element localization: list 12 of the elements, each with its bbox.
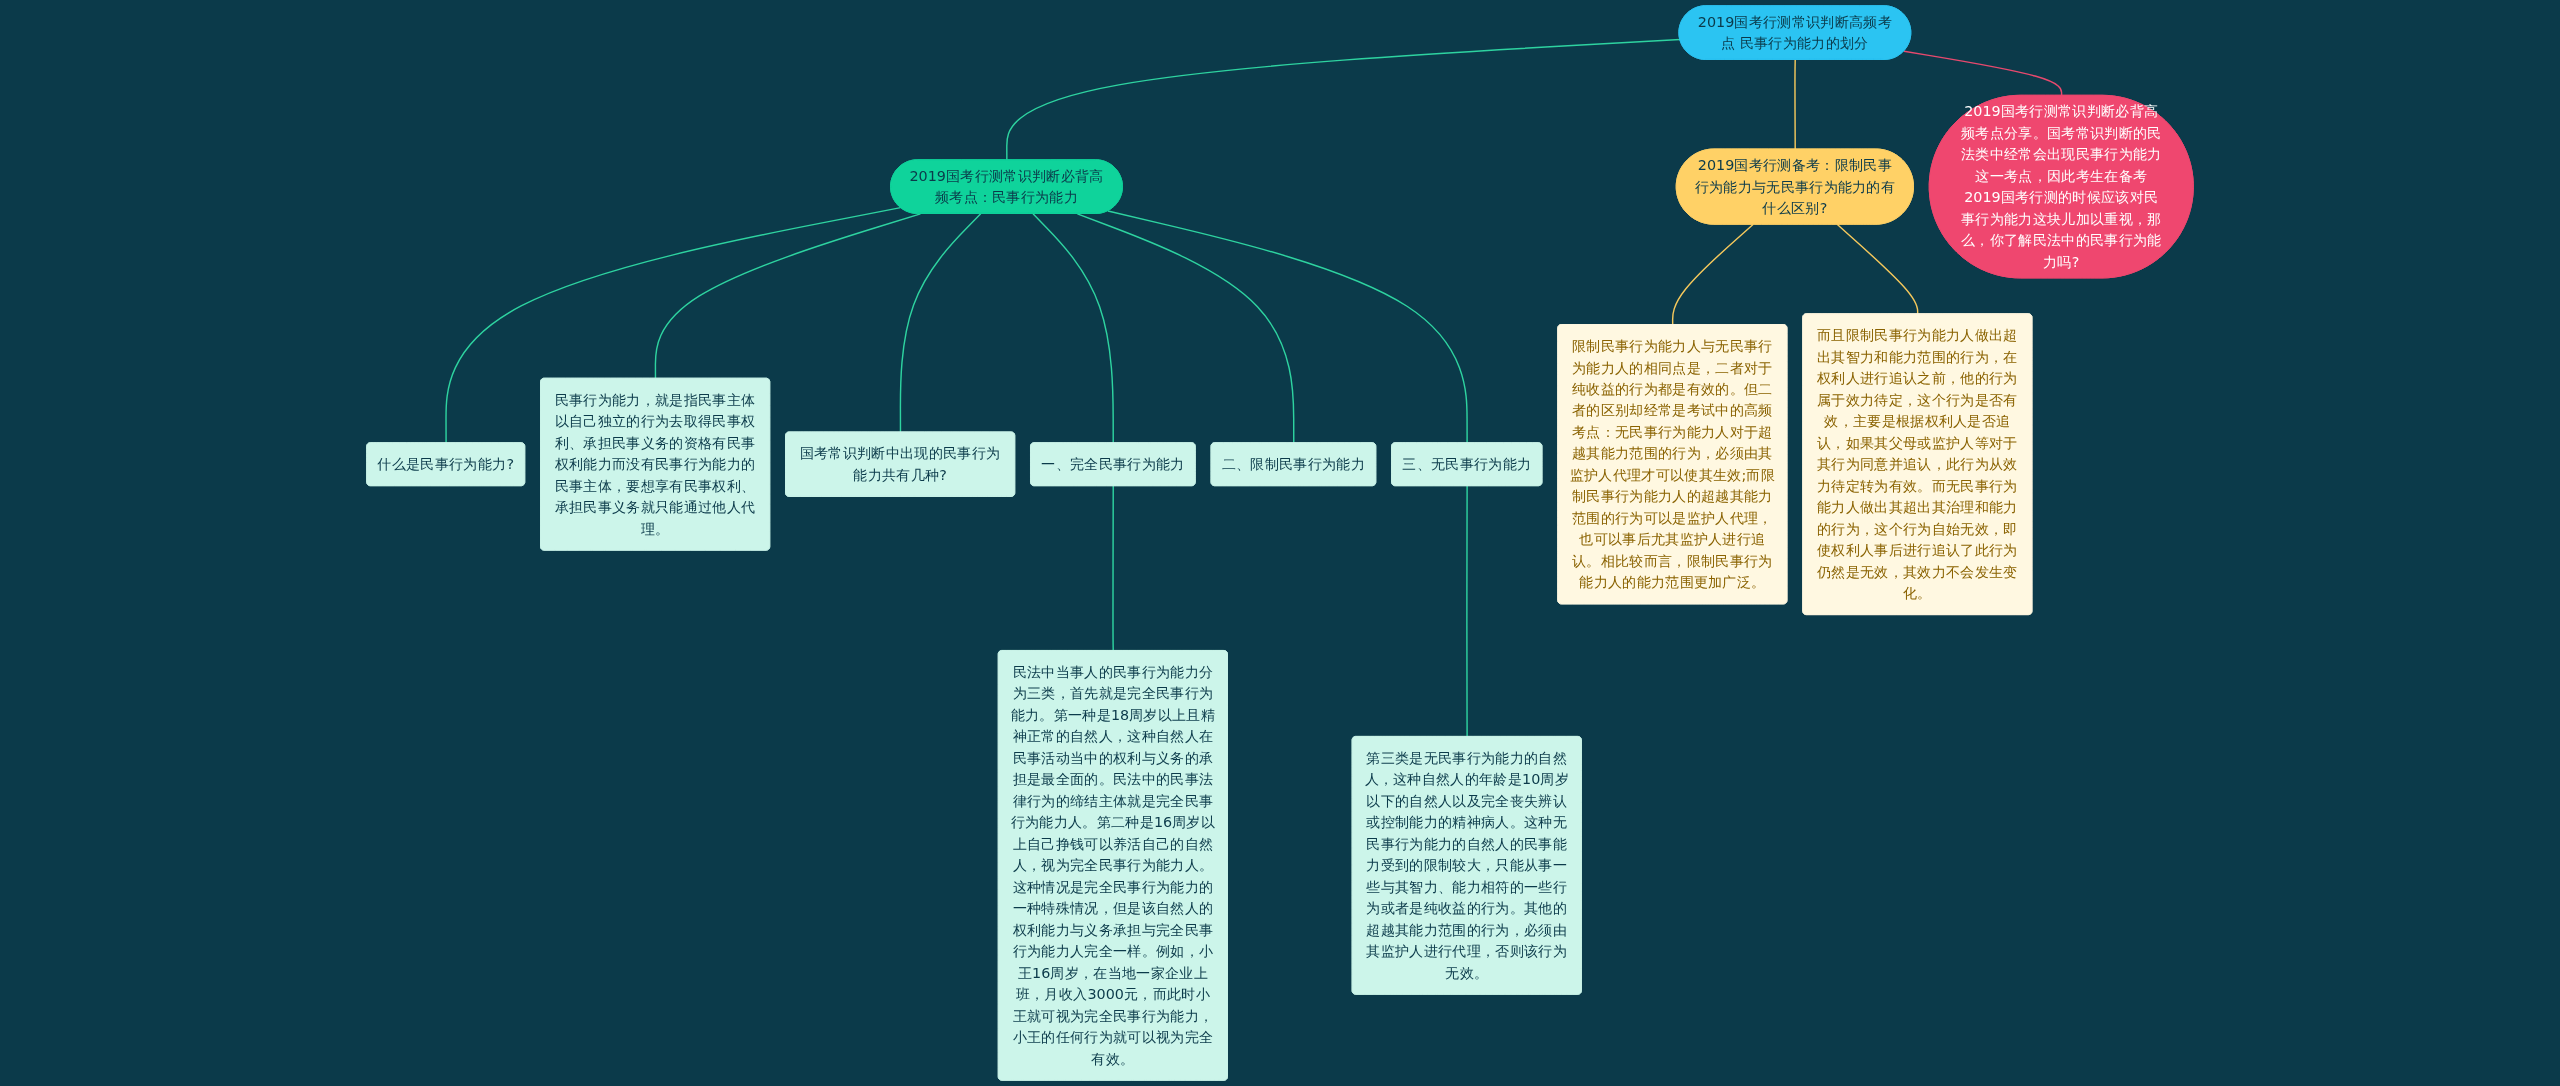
connector bbox=[1671, 223, 1754, 326]
connector bbox=[445, 206, 902, 444]
connector bbox=[1076, 213, 1295, 444]
connector bbox=[654, 213, 922, 380]
connector bbox=[1836, 223, 1919, 315]
connector bbox=[1466, 485, 1468, 738]
connector bbox=[1006, 38, 1681, 161]
connector bbox=[1112, 485, 1114, 652]
connector bbox=[1794, 59, 1796, 151]
connector bbox=[1107, 210, 1468, 444]
connector bbox=[1032, 213, 1114, 444]
connector bbox=[1903, 50, 2063, 97]
